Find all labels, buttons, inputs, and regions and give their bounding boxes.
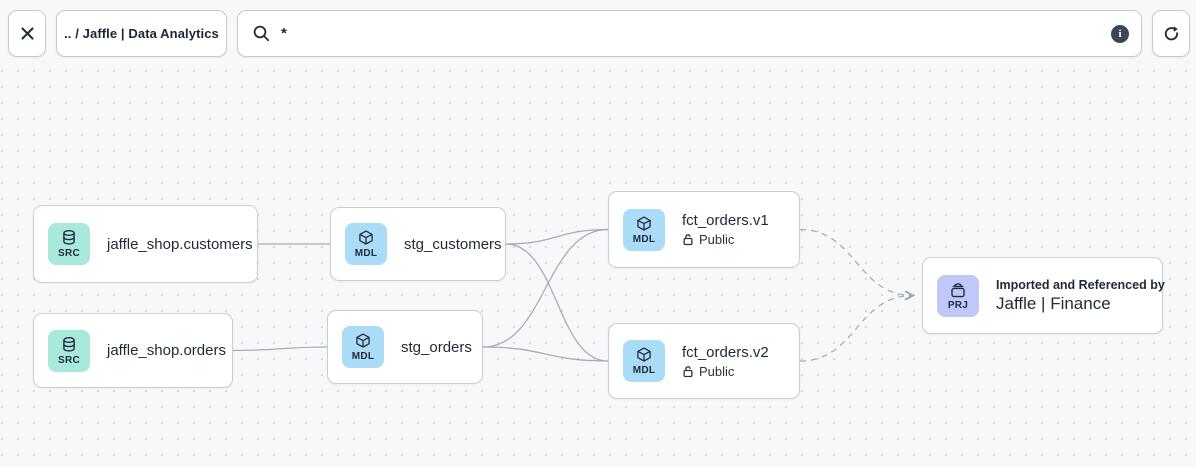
node-title: fct_orders.v2 bbox=[682, 343, 769, 361]
access-badge: Public bbox=[682, 232, 769, 247]
model-cube-icon: MDL bbox=[345, 223, 387, 265]
access-badge-label: Public bbox=[699, 363, 735, 379]
node-title: jaffle_shop.orders bbox=[107, 342, 226, 359]
node-kind-label: MDL bbox=[632, 233, 656, 245]
node-title: stg_orders bbox=[401, 338, 472, 356]
model-cube-icon: MDL bbox=[342, 326, 384, 368]
database-icon: SRC bbox=[48, 223, 90, 265]
node-kind-label: SRC bbox=[57, 248, 80, 259]
search-bar[interactable]: i bbox=[237, 10, 1142, 57]
node-sublabel: Imported and Referenced by bbox=[996, 277, 1165, 292]
node-title: jaffle_shop.customers bbox=[107, 235, 253, 253]
refresh-icon bbox=[1164, 26, 1178, 41]
node-stg-customers[interactable]: MDL stg_customers bbox=[330, 207, 506, 281]
node-kind-label: MDL bbox=[354, 248, 378, 259]
node-kind-label: SRC bbox=[57, 354, 80, 366]
info-icon[interactable]: i bbox=[1111, 24, 1129, 43]
node-src-orders[interactable]: SRC jaffle_shop.orders bbox=[33, 313, 233, 388]
lock-open-icon bbox=[683, 365, 693, 377]
node-kind-label: MDL bbox=[632, 365, 656, 376]
breadcrumb[interactable]: .. / Jaffle | Data Analytics bbox=[56, 10, 227, 57]
node-stg-orders[interactable]: MDL stg_orders bbox=[327, 310, 483, 384]
close-button[interactable] bbox=[8, 10, 46, 57]
model-cube-icon: MDL bbox=[623, 340, 665, 382]
node-kind-label: PRJ bbox=[947, 299, 969, 311]
lock-open-icon bbox=[683, 234, 693, 246]
refresh-button[interactable] bbox=[1152, 10, 1190, 57]
model-cube-icon: MDL bbox=[623, 208, 665, 251]
node-kind-label: MDL bbox=[351, 351, 375, 362]
breadcrumb-label: .. / Jaffle | Data Analytics bbox=[64, 26, 219, 41]
search-input[interactable] bbox=[281, 25, 1111, 42]
node-title: fct_orders.v1 bbox=[682, 212, 769, 229]
project-jar-icon: PRJ bbox=[937, 274, 979, 317]
database-icon: SRC bbox=[48, 329, 90, 372]
access-badge-label: Public bbox=[699, 232, 735, 247]
node-title: stg_customers bbox=[404, 235, 502, 253]
search-icon bbox=[253, 25, 270, 42]
node-src-customers[interactable]: SRC jaffle_shop.customers bbox=[33, 205, 258, 283]
close-icon bbox=[20, 27, 34, 40]
access-badge: Public bbox=[682, 364, 769, 379]
node-title: Jaffle | Finance bbox=[996, 293, 1111, 313]
